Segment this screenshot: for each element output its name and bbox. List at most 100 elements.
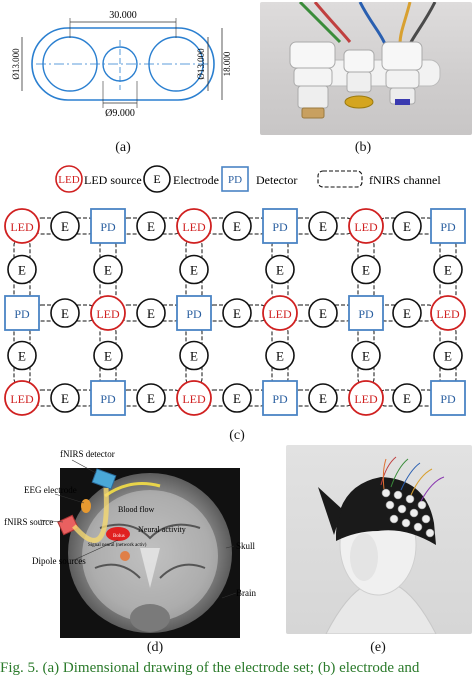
electrode-node: E: [433, 254, 463, 285]
electrode-node: E: [179, 254, 209, 285]
svg-text:PD: PD: [440, 220, 456, 234]
electrode-label: E: [61, 306, 69, 321]
legend-channel-symbol: [317, 170, 363, 188]
caption-b: (b): [354, 140, 372, 155]
outer-stadium-outline: [31, 27, 215, 101]
right-dimension-a-text: Ø13.000: [196, 48, 206, 80]
left-dimension-text: Ø13.000: [11, 48, 21, 80]
electrode-node: E: [50, 383, 80, 413]
electrode-node: E: [392, 383, 422, 413]
cap-on-mannequin-photo: [286, 445, 472, 634]
electrode-node: E: [433, 340, 463, 371]
right-dimension-b-text: 18.000: [222, 51, 232, 76]
electrode-node: E: [351, 254, 381, 285]
label-signal: Signal neural (network activ): [88, 543, 147, 548]
electrode-node: E: [265, 254, 295, 285]
led-source-node: LED: [176, 208, 212, 244]
svg-text:PD: PD: [358, 307, 374, 321]
led-source-node: LED: [262, 295, 298, 331]
pd-detector-node: PD: [90, 380, 126, 416]
electrode-node: E: [308, 383, 338, 413]
label-fnirs-detector: fNIRS detector: [60, 449, 115, 459]
electrode-label: E: [18, 349, 26, 364]
led-source-node: LED: [4, 208, 40, 244]
svg-text:PD: PD: [14, 307, 30, 321]
pd-detector-node: PD: [262, 208, 298, 244]
fnirs-detector-device: [91, 468, 117, 490]
neural-activity-blob: [106, 527, 130, 541]
pd-detector-node: PD: [176, 295, 212, 331]
electrode-label: E: [233, 306, 241, 321]
led-source-node: LED: [4, 380, 40, 416]
electrode-node: E: [222, 383, 252, 413]
electrode-photo: [260, 2, 472, 135]
bottom-dimension-text: Ø9.000: [105, 108, 135, 119]
electrode-node: E: [136, 298, 166, 328]
label-eeg-electrode: EEG electrode: [24, 485, 77, 495]
legend-pd-symbol-text: PD: [228, 174, 242, 186]
panel-a-drawing: 30.000 Ø13.000 Ø13.000 18.000 Ø9.000: [11, 10, 232, 119]
electrode-label: E: [319, 306, 327, 321]
electrode-label: E: [233, 391, 241, 406]
svg-text:LED: LED: [10, 220, 34, 234]
eeg-electrode-device: [81, 499, 91, 513]
electrode-label: E: [147, 306, 155, 321]
electrode-label: E: [444, 349, 452, 364]
electrode-label: E: [61, 219, 69, 234]
electrode-label: E: [190, 263, 198, 278]
legend-channel-label: fNIRS channel: [369, 173, 441, 187]
svg-text:LED: LED: [96, 307, 120, 321]
svg-text:PD: PD: [100, 220, 116, 234]
pd-detector-node: PD: [262, 380, 298, 416]
electrode-node: E: [50, 211, 80, 241]
electrode-node: E: [179, 340, 209, 371]
electrode-node: E: [93, 340, 123, 371]
electrode-label: E: [319, 391, 327, 406]
svg-text:PD: PD: [186, 307, 202, 321]
electrode-node: E: [392, 298, 422, 328]
electrode-label: E: [104, 349, 112, 364]
legend: LED LED source E Electrode PD Detector f…: [55, 165, 441, 193]
electrode-node: E: [136, 211, 166, 241]
led-source-node: LED: [176, 380, 212, 416]
electrode-label: E: [403, 306, 411, 321]
electrode-label: E: [319, 219, 327, 234]
legend-led-symbol: [55, 165, 83, 193]
svg-text:PD: PD: [440, 392, 456, 406]
electrode-label: E: [362, 263, 370, 278]
legend-electrode-symbol-text: E: [153, 172, 160, 186]
label-dipole-sources: Dipole sources: [32, 556, 86, 566]
led-source-node: LED: [348, 208, 384, 244]
electrode-label: E: [233, 219, 241, 234]
legend-pd-symbol: [221, 166, 249, 192]
legend-electrode-symbol: [143, 165, 171, 193]
led-source-node: LED: [348, 380, 384, 416]
electrode-label: E: [276, 263, 284, 278]
label-bolus: Bolus: [113, 534, 125, 539]
pd-detector-node: PD: [430, 208, 466, 244]
svg-text:LED: LED: [268, 307, 292, 321]
pd-detector-node: PD: [348, 295, 384, 331]
caption-e: (e): [370, 640, 386, 655]
electrode-label: E: [362, 349, 370, 364]
fnirs-source-device: [57, 514, 79, 536]
brain-schematic: fNIRS detector EEG electrode fNIRS sourc…: [0, 448, 262, 638]
electrode-node: E: [7, 254, 37, 285]
label-fnirs-source: fNIRS source: [4, 517, 53, 527]
svg-text:PD: PD: [272, 220, 288, 234]
electrode-node: E: [265, 340, 295, 371]
top-dimension-text: 30.000: [109, 10, 137, 21]
electrode-label: E: [444, 263, 452, 278]
electrode-node: E: [93, 254, 123, 285]
electrode-node: E: [308, 298, 338, 328]
electrode-node: E: [136, 383, 166, 413]
electrode-label: E: [147, 219, 155, 234]
left-hole-outline: [42, 36, 98, 92]
pd-detector-node: PD: [90, 208, 126, 244]
led-source-node: LED: [430, 295, 466, 331]
svg-text:LED: LED: [182, 392, 206, 406]
electrode-label: E: [147, 391, 155, 406]
legend-led-label: LED source: [84, 173, 142, 187]
figure-caption: Fig. 5. (a) Dimensional drawing of the e…: [0, 660, 420, 676]
electrode-node: E: [222, 298, 252, 328]
